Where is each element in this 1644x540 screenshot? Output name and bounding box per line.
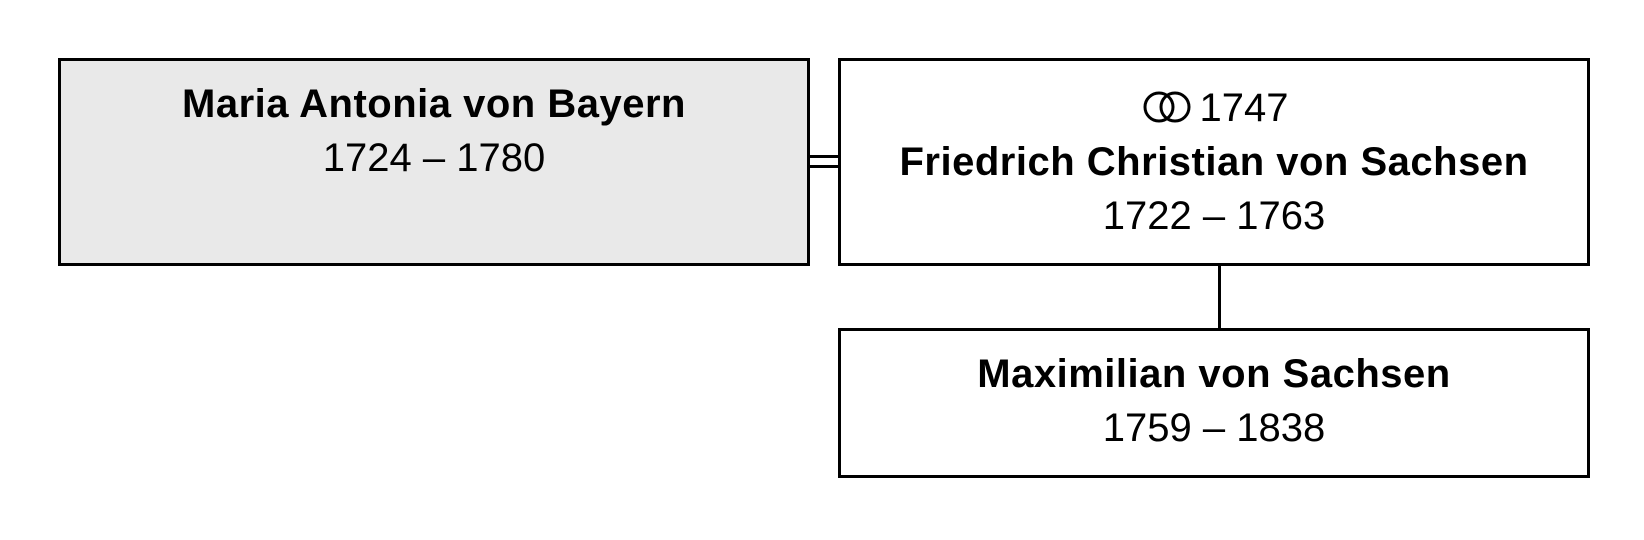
person-name: Maximilian von Sachsen bbox=[977, 352, 1451, 396]
person-name: Friedrich Christian von Sachsen bbox=[899, 140, 1529, 184]
person-box-friedrich-christian[interactable]: 1747 Friedrich Christian von Sachsen 172… bbox=[838, 58, 1590, 266]
parent-child-connector-line bbox=[1218, 266, 1221, 328]
person-box-maria-antonia[interactable]: Maria Antonia von Bayern 1724 – 1780 bbox=[58, 58, 810, 266]
wedding-rings-icon bbox=[1143, 91, 1190, 123]
person-box-maximilian[interactable]: Maximilian von Sachsen 1759 – 1838 bbox=[838, 328, 1590, 478]
marriage-year: 1747 bbox=[1199, 86, 1289, 130]
spouse-connector-line bbox=[810, 165, 838, 168]
person-lifespan: 1722 – 1763 bbox=[1102, 194, 1326, 238]
marriage-info: 1747 bbox=[841, 81, 1587, 135]
person-lifespan: 1724 – 1780 bbox=[322, 136, 546, 180]
spouse-connector-line bbox=[810, 155, 838, 158]
person-lifespan: 1759 – 1838 bbox=[1102, 406, 1326, 450]
person-name: Maria Antonia von Bayern bbox=[182, 82, 686, 126]
